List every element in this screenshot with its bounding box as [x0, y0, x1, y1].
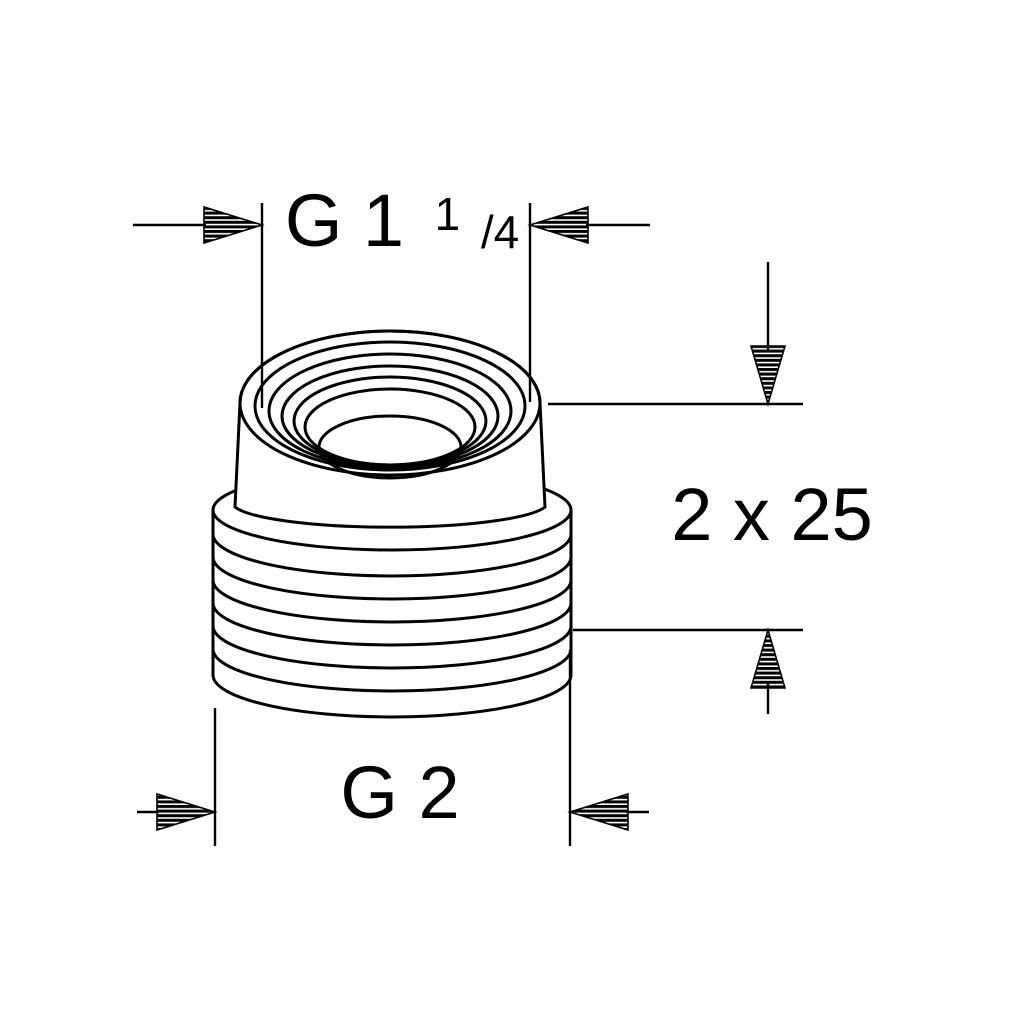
thread-line — [211, 579, 573, 624]
thread-line — [211, 625, 573, 670]
arrowhead-down-icon — [749, 345, 787, 407]
internal-thread-rings — [253, 340, 527, 472]
upper-cylinder — [233, 329, 547, 529]
arrowhead-right-icon — [203, 205, 265, 245]
bore-ellipse — [317, 414, 463, 480]
dimension-bottom-thread: G 2 — [137, 650, 649, 846]
dimension-side-length: 2 x 25 — [548, 262, 873, 714]
thread-ring — [303, 387, 477, 467]
arrowhead-left-icon — [527, 205, 589, 245]
thread-ring — [267, 352, 513, 470]
bottom-thread-label: G 2 — [340, 751, 459, 834]
thread-line — [211, 533, 573, 578]
side-length-label: 2 x 25 — [671, 473, 873, 556]
thread-ring — [253, 340, 527, 472]
arrowhead-right-icon — [156, 792, 218, 832]
lower-bottom-edge — [211, 674, 573, 719]
upper-body — [233, 329, 547, 529]
top-thread-label: G 1 1 /4 — [285, 163, 519, 262]
external-thread-lines — [211, 533, 573, 693]
top-rim-ellipse — [238, 329, 542, 477]
arrowhead-left-icon — [567, 792, 629, 832]
arrowhead-up-icon — [749, 627, 787, 689]
thread-line — [211, 556, 573, 601]
thread-line — [211, 602, 573, 647]
dimension-top-thread: G 1 1 /4 — [133, 163, 650, 408]
thread-line — [211, 648, 573, 693]
